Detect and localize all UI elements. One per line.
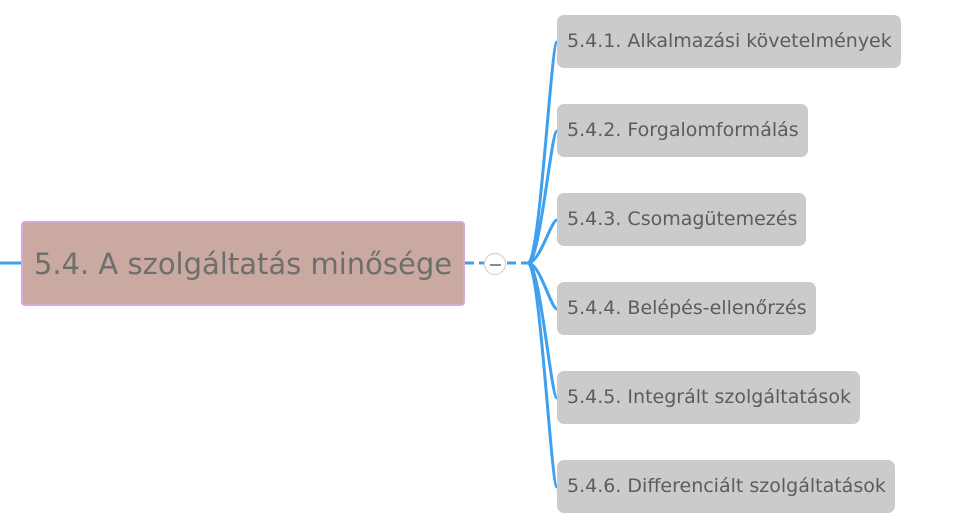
subtopic-label: 5.4.1. Alkalmazási követelmények [567, 29, 892, 52]
subtopic-node-3[interactable]: 5.4.3. Csomagütemezés [557, 193, 807, 246]
central-topic-node[interactable]: 5.4. A szolgáltatás minősége [21, 221, 465, 306]
central-topic-label: 5.4. A szolgáltatás minősége [33, 246, 453, 281]
subtopic-node-2[interactable]: 5.4.2. Forgalomformálás [557, 104, 808, 157]
branch-connector-2 [526, 129, 559, 265]
subtopic-node-1[interactable]: 5.4.1. Alkalmazási követelmények [557, 15, 901, 68]
subtopic-label: 5.4.3. Csomagütemezés [567, 207, 798, 230]
subtopic-node-5[interactable]: 5.4.5. Integrált szolgáltatások [557, 371, 860, 424]
subtopic-node-6[interactable]: 5.4.6. Differenciált szolgáltatások [557, 460, 895, 513]
subtopic-label: 5.4.6. Differenciált szolgáltatások [567, 474, 886, 497]
branch-connector-3 [527, 218, 558, 265]
subtopic-label: 5.4.2. Forgalomformálás [567, 118, 799, 141]
collapse-toggle-button[interactable] [484, 253, 506, 275]
subtopic-label: 5.4.5. Integrált szolgáltatások [567, 385, 851, 408]
subtopic-node-4[interactable]: 5.4.4. Belépés-ellenőrzés [557, 282, 816, 335]
branch-connector-6 [526, 261, 559, 489]
subtopic-label: 5.4.4. Belépés-ellenőrzés [567, 296, 807, 319]
minus-icon [490, 264, 501, 266]
